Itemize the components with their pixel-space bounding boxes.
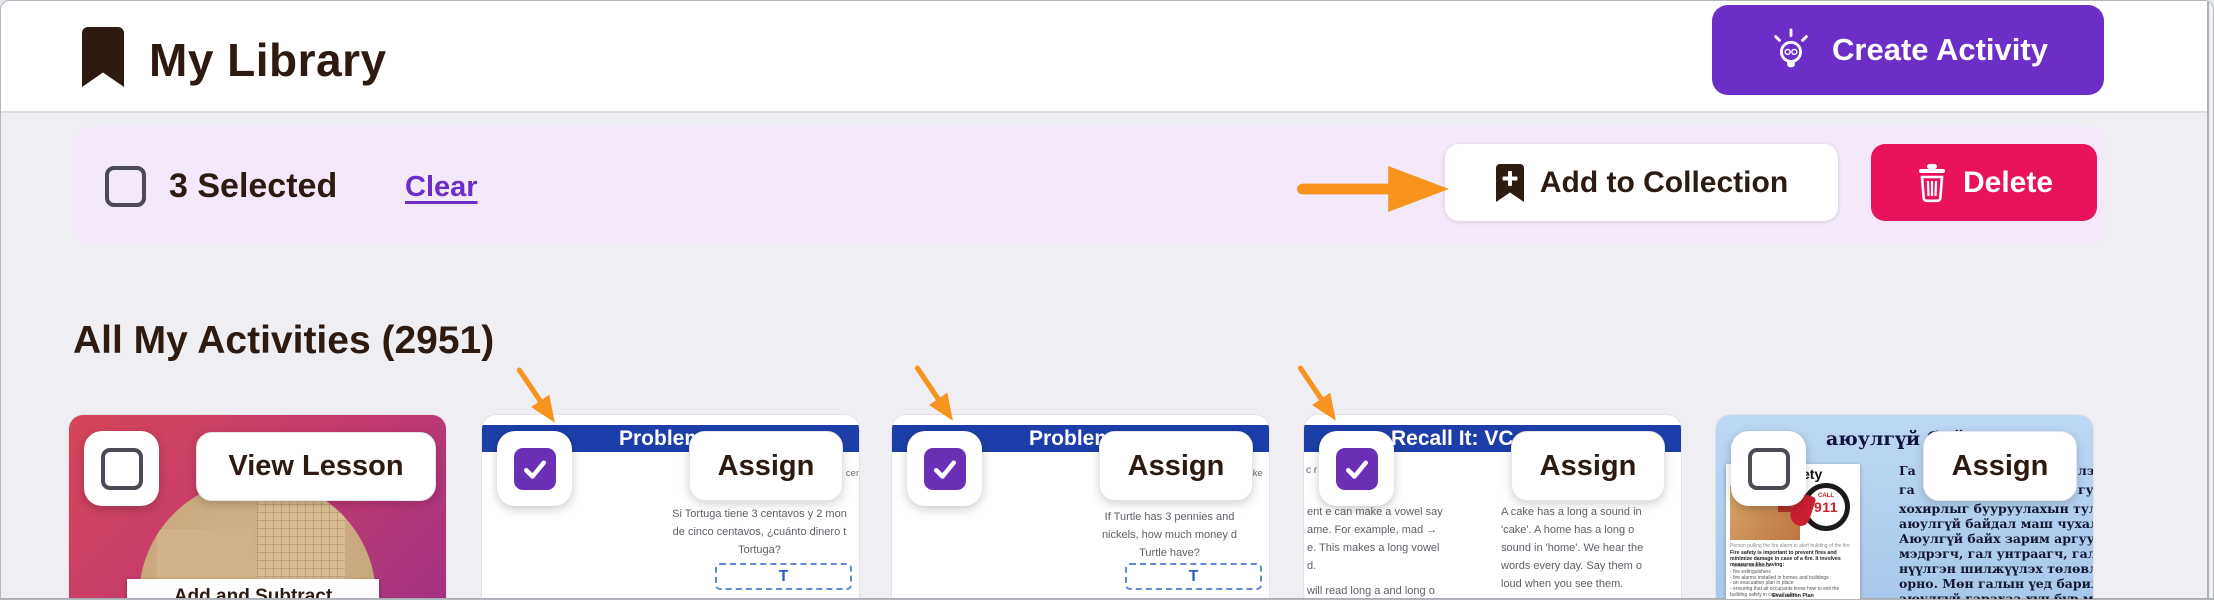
assign-button[interactable]: Assign bbox=[1923, 431, 2077, 501]
create-activity-label: Create Activity bbox=[1832, 32, 2048, 67]
document-text-fragment: гу bbox=[2078, 482, 2093, 497]
card-checkbox[interactable] bbox=[1319, 431, 1394, 506]
select-all-checkbox[interactable] bbox=[105, 166, 146, 207]
poster-heading: Fire safety is important to prevent fire… bbox=[1730, 550, 1841, 568]
document-body-text: хохирлыг бууруулахын тулд галын аюулгүй … bbox=[1899, 501, 2093, 600]
text-answer-box: T bbox=[1125, 563, 1262, 590]
lesson-title-banner: Add and Subtract bbox=[127, 579, 379, 600]
activity-card-problem-en[interactable]: Problem cke If Turtle has 3 pennies and … bbox=[892, 415, 1269, 599]
text-answer-box: T bbox=[715, 563, 852, 590]
annotation-arrow-card4-checkbox bbox=[1297, 365, 1336, 421]
window-border bbox=[1, 598, 2213, 599]
slide-left-column: ent e can make a vowel say ame. For exam… bbox=[1307, 506, 1443, 572]
delete-button[interactable]: Delete bbox=[1871, 144, 2097, 221]
lightbulb-icon bbox=[1774, 28, 1808, 68]
document-text-fragment: лэ bbox=[2078, 463, 2093, 478]
bookmark-plus-icon bbox=[1495, 163, 1524, 202]
card-checkbox[interactable] bbox=[497, 431, 572, 506]
slide-question-text: Si Tortuga tiene 3 centavos y 2 mon de c… bbox=[672, 508, 847, 556]
section-title: All My Activities (2951) bbox=[73, 319, 495, 362]
slide-title: Recall It: VC bbox=[1391, 427, 1514, 450]
assign-button[interactable]: Assign bbox=[1099, 431, 1253, 501]
annotation-arrow-card3-checkbox bbox=[914, 365, 953, 421]
poster-title-fragment: ety bbox=[1802, 466, 1823, 482]
check-icon bbox=[1345, 460, 1368, 479]
assign-button[interactable]: Assign bbox=[689, 431, 843, 501]
slide-question-text: If Turtle has 3 pennies and nickels, how… bbox=[1101, 511, 1238, 559]
delete-label: Delete bbox=[1962, 165, 2054, 199]
activity-card-fire-safety[interactable]: аюулгүй байдлын Га лэ га гу хохирлыг буу… bbox=[1716, 415, 2093, 600]
annotation-arrow-add-to-collection bbox=[1297, 166, 1449, 212]
slide-right-column: A cake has a long a sound in 'cake'. A h… bbox=[1501, 506, 1644, 590]
poster-caption: Person pulling the fire alarm to alert b… bbox=[1730, 543, 1850, 549]
slide-text-fragment: c r bbox=[1306, 465, 1318, 476]
document-text-fragment: га bbox=[1899, 482, 1915, 497]
slide-title: Problem bbox=[619, 427, 704, 450]
window-edge bbox=[2209, 1, 2213, 599]
add-to-collection-label: Add to Collection bbox=[1539, 165, 1789, 199]
check-icon bbox=[933, 460, 956, 479]
slide-title: Problem bbox=[1029, 427, 1114, 450]
assign-button[interactable]: Assign bbox=[1511, 431, 1665, 501]
view-lesson-button[interactable]: View Lesson bbox=[196, 432, 436, 501]
add-to-collection-button[interactable]: Add to Collection bbox=[1445, 144, 1838, 221]
activity-card-problem-es[interactable]: Problem o cen Si Tortuga tiene 3 centavo… bbox=[482, 415, 859, 599]
selection-bar: 3 Selected Clear Add to Collection Delet… bbox=[73, 126, 2106, 244]
activity-card-recall-it[interactable]: Recall It: VC c r R ent e can make a vow… bbox=[1304, 415, 1681, 599]
card-checkbox[interactable] bbox=[84, 431, 159, 506]
bookmark-icon bbox=[82, 27, 124, 87]
check-icon bbox=[523, 460, 546, 479]
activity-card-add-and-subtract[interactable]: Add and Subtract View Lesson bbox=[69, 415, 446, 600]
trash-icon bbox=[1918, 163, 1945, 202]
slide-text-fragment: o cen bbox=[838, 468, 859, 479]
slide-left-column-footer: will read long a and long o bbox=[1307, 585, 1435, 597]
window-border bbox=[2207, 1, 2209, 599]
top-header: My Library Create Activity bbox=[1, 1, 2213, 113]
page-title: My Library bbox=[149, 34, 387, 86]
selected-count-label: 3 Selected bbox=[169, 167, 338, 205]
poster-footer: Evacuation Plan bbox=[1772, 593, 1814, 599]
card-checkbox[interactable] bbox=[1731, 431, 1806, 506]
slide-text-fragment: cke bbox=[1248, 468, 1263, 479]
poster-bullets: - smoke detectors - fire extinguishers -… bbox=[1730, 563, 1840, 598]
create-activity-button[interactable]: Create Activity bbox=[1712, 5, 2104, 95]
card-checkbox[interactable] bbox=[907, 431, 982, 506]
clear-selection-link[interactable]: Clear bbox=[405, 171, 478, 203]
document-text-fragment: Га bbox=[1899, 463, 1916, 478]
lesson-title: Add and Subtract bbox=[173, 586, 333, 600]
annotation-arrow-card2-checkbox bbox=[516, 367, 555, 423]
